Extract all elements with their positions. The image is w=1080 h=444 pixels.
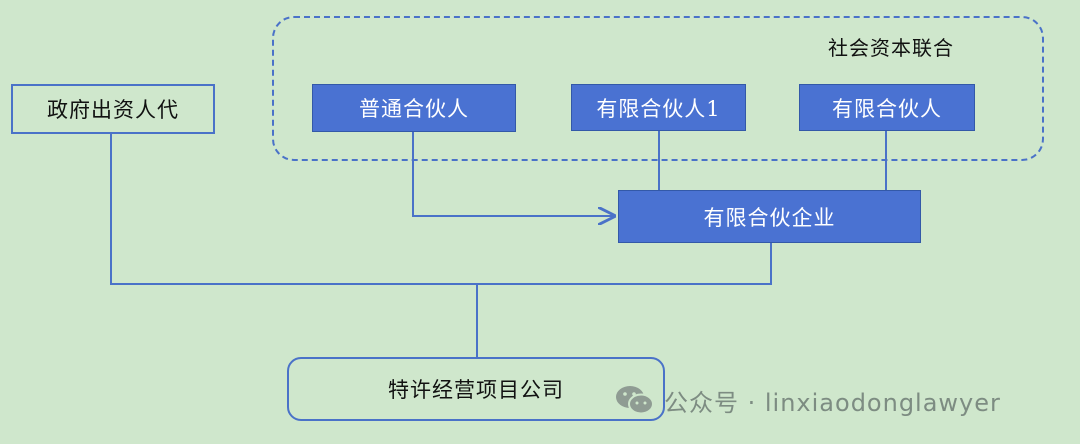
social-capital-group-label: 社会资本联合 <box>828 36 954 60</box>
general-partner-label: 普通合伙人 <box>359 97 469 121</box>
watermark-text: 公众号 · linxiaodonglawyer <box>664 388 1001 417</box>
government-investor-label: 政府出资人代 <box>47 98 179 122</box>
general-partner-node: 普通合伙人 <box>312 84 516 132</box>
limited-partner-1-label: 有限合伙人1 <box>596 96 721 121</box>
limited-partnership-node: 有限合伙企业 <box>618 190 921 243</box>
social-capital-group <box>272 16 1044 161</box>
government-investor-node: 政府出资人代 <box>11 84 215 134</box>
limited-partner-2-label: 有限合伙人 <box>832 96 942 121</box>
wechat-icon <box>616 386 654 415</box>
limited-partnership-label: 有限合伙企业 <box>703 205 836 230</box>
limited-partner-1-node: 有限合伙人1 <box>571 84 746 131</box>
watermark: 公众号 · linxiaodonglawyer <box>614 380 1001 420</box>
limited-partner-2-node: 有限合伙人 <box>799 84 975 131</box>
project-company-label: 特许经营项目公司 <box>388 378 564 402</box>
project-company-node: 特许经营项目公司 <box>287 357 665 421</box>
connector-government-to-project <box>110 133 772 285</box>
